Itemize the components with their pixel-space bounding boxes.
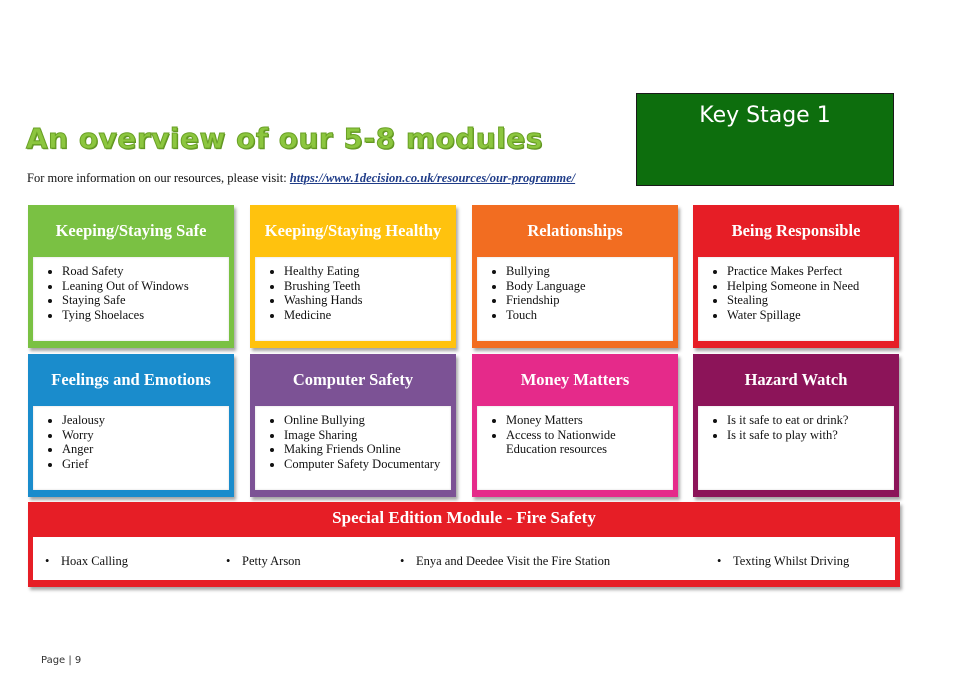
topic-item: Grief xyxy=(62,457,225,472)
module-title: Feelings and Emotions xyxy=(51,369,211,389)
module-topics: Practice Makes Perfect Helping Someone i… xyxy=(698,257,894,341)
special-topic-label: Texting Whilst Driving xyxy=(733,554,850,568)
page-number: Page | 9 xyxy=(41,655,82,666)
topic-item: Brushing Teeth xyxy=(284,279,447,294)
topic-item: Touch xyxy=(506,308,669,323)
module-title: Computer Safety xyxy=(292,369,414,389)
module-title: Relationships xyxy=(527,220,623,240)
module-card-computer-safety: Computer Safety Online Bullying Image Sh… xyxy=(250,354,456,497)
topic-item: Image Sharing xyxy=(284,428,447,443)
special-topic-label: Hoax Calling xyxy=(61,554,129,568)
module-title: Hazard Watch xyxy=(744,369,848,389)
module-card-being-responsible: Being Responsible Practice Makes Perfect… xyxy=(693,205,899,348)
programme-link[interactable]: https://www.1decision.co.uk/resources/ou… xyxy=(289,171,576,185)
topic-item: Making Friends Online xyxy=(284,442,447,457)
topic-item: Medicine xyxy=(284,308,447,323)
module-topics: Jealousy Worry Anger Grief xyxy=(33,406,229,490)
topic-item: Computer Safety Documentary xyxy=(284,457,447,472)
topic-item: Leaning Out of Windows xyxy=(62,279,225,294)
module-title: Keeping/Staying Safe xyxy=(55,220,207,240)
module-title: Being Responsible xyxy=(731,220,861,240)
info-text: For more information on our resources, p… xyxy=(27,171,287,185)
info-line: For more information on our resources, p… xyxy=(27,171,575,186)
special-topic-label: Enya and Deedee Visit the Fire Station xyxy=(416,554,611,568)
topic-item: Online Bullying xyxy=(284,413,447,428)
special-module-card: Special Edition Module - Fire Safety • Ho… xyxy=(28,502,900,587)
topic-item: Jealousy xyxy=(62,413,225,428)
bullet-icon: • xyxy=(717,554,722,568)
page-title: An overview of our 5-8 modules xyxy=(26,122,543,156)
module-topics: Online Bullying Image Sharing Making Fri… xyxy=(255,406,451,490)
topic-item: Tying Shoelaces xyxy=(62,308,225,323)
module-card-feelings-emotions: Feelings and Emotions Jealousy Worry Ang… xyxy=(28,354,234,497)
topic-item: Road Safety xyxy=(62,264,225,279)
topic-item: Water Spillage xyxy=(727,308,890,323)
module-topics: Money Matters Access to Nationwide Educa… xyxy=(477,406,673,490)
module-topics: Bullying Body Language Friendship Touch xyxy=(477,257,673,341)
topic-item: Staying Safe xyxy=(62,293,225,308)
topic-item: Practice Makes Perfect xyxy=(727,264,890,279)
special-topic-label: Petty Arson xyxy=(242,554,301,568)
module-topics: Is it safe to eat or drink? Is it safe t… xyxy=(698,406,894,490)
key-stage-label: Key Stage 1 xyxy=(699,103,831,128)
module-topics: Road Safety Leaning Out of Windows Stayi… xyxy=(33,257,229,341)
module-topics: Healthy Eating Brushing Teeth Washing Ha… xyxy=(255,257,451,341)
special-topic-item: • Hoax Calling xyxy=(45,554,128,569)
bullet-icon: • xyxy=(45,554,50,568)
module-card-money-matters: Money Matters Money Matters Access to Na… xyxy=(472,354,678,497)
module-card-hazard-watch: Hazard Watch Is it safe to eat or drink?… xyxy=(693,354,899,497)
module-title: Money Matters xyxy=(520,369,630,389)
special-topic-item: • Texting Whilst Driving xyxy=(717,554,849,569)
topic-item: Body Language xyxy=(506,279,669,294)
special-module-topics: • Hoax Calling • Petty Arson • Enya and Dee… xyxy=(33,537,895,580)
special-topic-item: • Enya and Deedee Visit the Fire Station xyxy=(400,554,610,569)
topic-item: Is it safe to play with? xyxy=(727,428,890,443)
topic-item: Stealing xyxy=(727,293,890,308)
module-card-keeping-healthy: Keeping/Staying Healthy Healthy Eating B… xyxy=(250,205,456,348)
topic-item: Access to Nationwide Education resources xyxy=(506,428,669,457)
module-title: Keeping/Staying Healthy xyxy=(264,220,442,240)
bullet-icon: • xyxy=(400,554,405,568)
topic-item: Healthy Eating xyxy=(284,264,447,279)
topic-item: Is it safe to eat or drink? xyxy=(727,413,890,428)
module-card-keeping-safe: Keeping/Staying Safe Road Safety Leaning… xyxy=(28,205,234,348)
module-card-relationships: Relationships Bullying Body Language Fri… xyxy=(472,205,678,348)
bullet-icon: • xyxy=(226,554,231,568)
topic-item: Worry xyxy=(62,428,225,443)
special-module-title: Special Edition Module - Fire Safety xyxy=(332,508,596,527)
topic-item: Bullying xyxy=(506,264,669,279)
topic-item: Money Matters xyxy=(506,413,669,428)
key-stage-badge: Key Stage 1 xyxy=(636,93,894,186)
topic-item: Helping Someone in Need xyxy=(727,279,890,294)
topic-item: Friendship xyxy=(506,293,669,308)
topic-item: Anger xyxy=(62,442,225,457)
topic-item: Washing Hands xyxy=(284,293,447,308)
special-topic-item: • Petty Arson xyxy=(226,554,301,569)
